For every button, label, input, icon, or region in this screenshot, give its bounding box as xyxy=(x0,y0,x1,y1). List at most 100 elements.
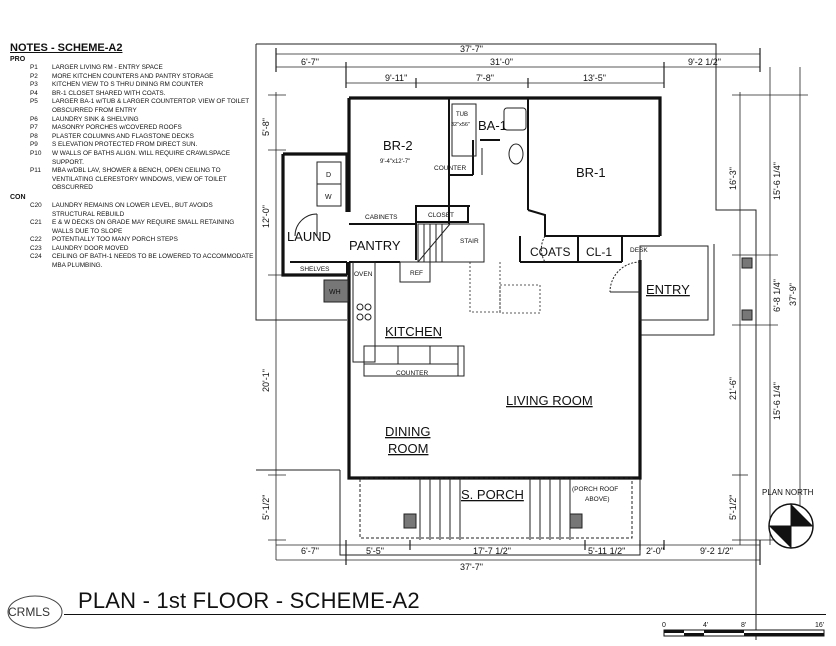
note-text: LAUNDRY REMAINS ON LOWER LEVEL, BUT AVOI… xyxy=(52,201,213,218)
note-text: PLASTER COLUMNS AND FLAGSTONE DECKS xyxy=(52,132,194,140)
con-note-item: C21 E & W DECKS ON GRADE MAY REQUIRE SMAL… xyxy=(10,219,255,236)
ref-label: REF xyxy=(410,270,423,277)
note-text: BR-1 CLOSET SHARED WITH COATS. xyxy=(52,89,166,97)
dashed-area xyxy=(499,284,541,314)
note-text: MORE KITCHEN COUNTERS AND PANTRY STORAGE xyxy=(52,72,214,80)
dryer-label: D xyxy=(326,172,331,179)
washer-label: W xyxy=(325,194,332,201)
scale-4: 4' xyxy=(703,622,708,629)
shelves-label: SHELVES xyxy=(300,266,330,273)
note-text: S ELEVATION PROTECTED FROM DIRECT SUN. xyxy=(52,141,198,149)
north-arrow: PLAN NORTH xyxy=(762,488,814,549)
pro-note-item: P2 MORE KITCHEN COUNTERS AND PANTRY STORA… xyxy=(10,73,255,82)
dim-right-1: 16'-3" xyxy=(728,167,738,190)
tub-size-label: 32"x56" xyxy=(451,122,470,128)
note-text: LAUNDRY DOOR MOVED xyxy=(52,244,129,252)
note-code: C21 xyxy=(30,219,42,227)
dim-far-2: 6'-8 1/4" xyxy=(772,279,782,312)
note-code: P7 xyxy=(30,124,38,132)
entry-column-1 xyxy=(741,257,753,269)
title-underline xyxy=(64,614,826,615)
con-note-item: C20 LAUNDRY REMAINS ON LOWER LEVEL, BUT A… xyxy=(10,202,255,219)
laund-label: LAUND xyxy=(287,229,331,244)
dim-left-3: 20'-1" xyxy=(261,369,271,392)
notes-pro-label: PRO xyxy=(10,56,26,63)
porch-roof-label-2: ABOVE) xyxy=(585,496,610,503)
kitchen-label: KITCHEN xyxy=(385,324,442,339)
con-note-item: C22 POTENTIALLY TOO MANY PORCH STEPS xyxy=(10,236,255,245)
note-text: E & W DECKS ON GRADE MAY REQUIRE SMALL R… xyxy=(52,219,235,235)
scale-8: 8' xyxy=(741,622,746,629)
watermark-text: CRMLS xyxy=(8,605,51,619)
dim-right-2: 21'-6" xyxy=(728,377,738,400)
pro-note-item: P10 W WALLS OF BATHS ALIGN. WILL REQUIRE … xyxy=(10,150,255,167)
cl1-label: CL-1 xyxy=(586,245,612,259)
scale-0: 0 xyxy=(662,622,666,629)
pro-note-item: P7 MASONRY PORCHES w/COVERED ROOFS xyxy=(10,124,255,133)
br2-label: BR-2 xyxy=(383,138,413,153)
stair xyxy=(417,223,485,263)
dim-top-seg2: 7'-8" xyxy=(476,73,494,83)
dim-top-mid: 31'-0" xyxy=(490,57,513,67)
wh-label: WH xyxy=(329,289,341,296)
note-code: P10 xyxy=(30,149,42,157)
note-text: W WALLS OF BATHS ALIGN. WILL REQUIRE CRA… xyxy=(52,149,231,166)
note-code: C23 xyxy=(30,244,42,252)
note-text: MASONRY PORCHES w/COVERED ROOFS xyxy=(52,124,182,132)
note-code: P9 xyxy=(30,141,38,149)
water-heater-box xyxy=(323,279,349,303)
note-code: P11 xyxy=(30,167,41,175)
dim-bot-seg1: 5'-5" xyxy=(366,546,384,556)
con-list: C20 LAUNDRY REMAINS ON LOWER LEVEL, BUT A… xyxy=(10,202,255,271)
interior-walls xyxy=(290,98,660,275)
note-text: CEILING OF BATH-1 NEEDS TO BE LOWERED TO… xyxy=(52,253,254,270)
dim-bot-overall: 37'-7" xyxy=(460,562,483,572)
entry-porch xyxy=(540,235,709,321)
note-text: LAUNDRY SINK & SHELVING xyxy=(52,115,139,123)
dim-far-3: 15'-6 1/4" xyxy=(772,382,782,420)
note-code: P4 xyxy=(30,89,38,97)
dim-top-seg3: 13'-5" xyxy=(583,73,606,83)
dimension-labels: 37'-7" 6'-7" 31'-0" 9'-2 1/2" 9'-11" 7'-… xyxy=(261,44,798,572)
south-porch xyxy=(359,477,633,540)
notes-con-label: CON xyxy=(10,193,26,201)
exterior-walls xyxy=(281,96,662,480)
pro-note-item: P1 LARGER LIVING RM - ENTRY SPACE xyxy=(10,64,255,73)
note-text: LARGER LIVING RM - ENTRY SPACE xyxy=(52,64,163,71)
stair-label: STAIR xyxy=(460,238,479,245)
dim-bot-seg4: 2'-0" xyxy=(646,546,664,556)
note-code: C22 xyxy=(30,236,42,244)
dim-left-2: 12'-0" xyxy=(261,205,271,228)
dim-bot-left: 6'-7" xyxy=(301,546,319,556)
cabinets-label: CABINETS xyxy=(365,214,398,221)
note-text: MBA w/DBL LAV, SHOWER & BENCH, OPEN CEIL… xyxy=(52,167,227,192)
note-text: KITCHEN VIEW TO S THRU DINING RM COUNTER xyxy=(52,81,204,89)
note-code: P2 xyxy=(30,72,38,80)
con-note-item: C23 LAUNDRY DOOR MOVED xyxy=(10,245,255,254)
note-text: POTENTIALLY TOO MANY PORCH STEPS xyxy=(52,236,178,244)
bath-fixtures xyxy=(451,103,527,175)
pro-note-item: P11 MBA w/DBL LAV, SHOWER & BENCH, OPEN C… xyxy=(10,167,255,193)
porch-column-1 xyxy=(403,513,417,529)
closet-label: CLOSET xyxy=(428,212,454,219)
dim-left-4: 5'-1/2" xyxy=(261,495,271,520)
dashed-soffit xyxy=(469,262,501,313)
desk-label: DESK xyxy=(630,247,648,254)
dim-far-1: 15'-6 1/4" xyxy=(772,162,782,200)
dim-top-left: 6'-7" xyxy=(301,57,319,67)
note-code: P1 xyxy=(30,64,38,71)
dim-far-overall: 37'-9" xyxy=(788,283,798,306)
br2-size-label: 9'-4"x12'-7" xyxy=(380,159,410,165)
dining-label-2: ROOM xyxy=(388,441,428,456)
entry-column-2 xyxy=(741,309,753,321)
dim-right-3: 5'-1/2" xyxy=(728,495,738,520)
dim-top-right: 9'-2 1/2" xyxy=(688,57,721,67)
dim-bot-seg3: 5'-11 1/2" xyxy=(588,546,625,556)
laundry-fixtures xyxy=(294,161,342,237)
note-code: C20 xyxy=(30,201,42,209)
